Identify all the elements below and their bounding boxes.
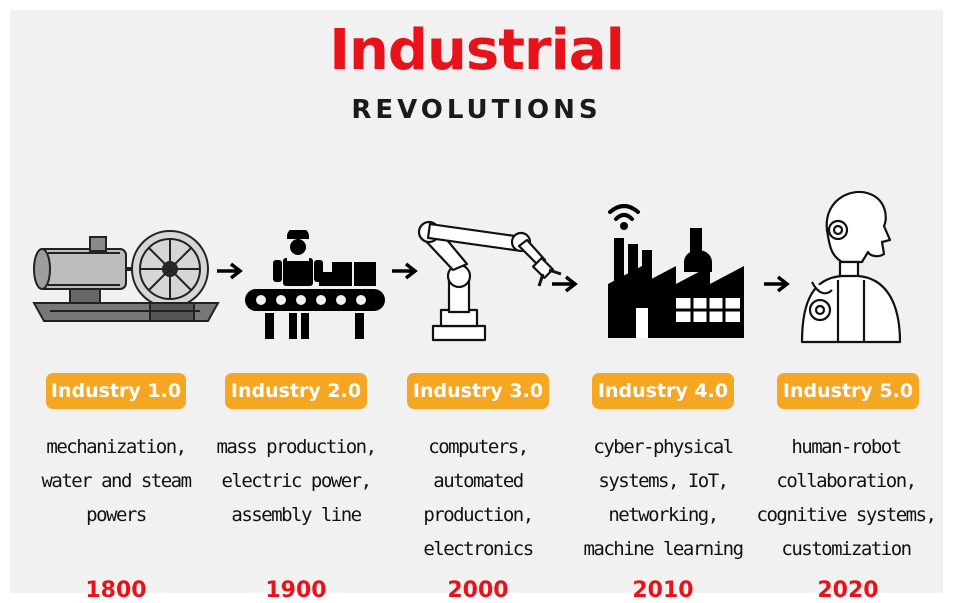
arrow-right-icon [552, 275, 578, 293]
description-line: machine learning [583, 538, 744, 560]
humanoid-robot-icon [800, 190, 902, 344]
stage-description-industry-2: mass production, electric power, assembl… [206, 430, 386, 532]
steam-engine-icon [32, 230, 220, 322]
description-line: electric power, [221, 470, 372, 492]
arrow-right-icon [217, 262, 243, 280]
description-line: water and steam [41, 470, 192, 492]
stage-year-industry-5: 2020 [817, 578, 879, 603]
description-line: collaboration, [776, 470, 917, 492]
description-line: mass production, [216, 436, 377, 458]
description-line: electronics [423, 538, 534, 560]
stage-description-industry-4: cyber-physical systems, IoT, networking,… [573, 430, 753, 566]
stage-year-industry-2: 1900 [265, 578, 327, 603]
stage-badge-industry-4: Industry 4.0 [592, 373, 734, 409]
arrow-right-icon [392, 262, 418, 280]
description-line: mechanization, [46, 436, 187, 458]
description-line: human-robot [791, 436, 902, 458]
description-line: production, [423, 504, 534, 526]
stage-year-industry-4: 2010 [632, 578, 694, 603]
stage-badge-industry-2: Industry 2.0 [225, 373, 367, 409]
arrow-right-icon [764, 275, 790, 293]
stage-badge-industry-5: Industry 5.0 [777, 373, 919, 409]
stage-badge-industry-3: Industry 3.0 [407, 373, 549, 409]
description-line: cognitive systems, [756, 504, 937, 526]
infographic-canvas: Industrial REVOLUTIONS [10, 10, 943, 603]
stage-description-industry-3: computers, automated production, electro… [388, 430, 568, 566]
assembly-line-worker-icon [245, 230, 385, 339]
description-line: computers, [428, 436, 529, 458]
stage-description-industry-5: human-robot collaboration, cognitive sys… [756, 430, 937, 566]
stage-year-industry-3: 2000 [447, 578, 509, 603]
robotic-arm-icon [417, 220, 562, 342]
description-line: customization [781, 538, 912, 560]
description-line: systems, IoT, [598, 470, 729, 492]
description-line: networking, [608, 504, 719, 526]
smart-factory-icon [608, 204, 744, 338]
description-line: automated [433, 470, 524, 492]
subtitle: REVOLUTIONS [351, 95, 602, 125]
description-line: cyber-physical [593, 436, 734, 458]
stage-description-industry-1: mechanization, water and steam powers [26, 430, 206, 532]
stage-badge-industry-1: Industry 1.0 [46, 373, 186, 409]
title: Industrial [329, 18, 625, 83]
stage-year-industry-1: 1800 [85, 578, 147, 603]
description-line: assembly line [231, 504, 362, 526]
description-line: powers [86, 504, 147, 526]
